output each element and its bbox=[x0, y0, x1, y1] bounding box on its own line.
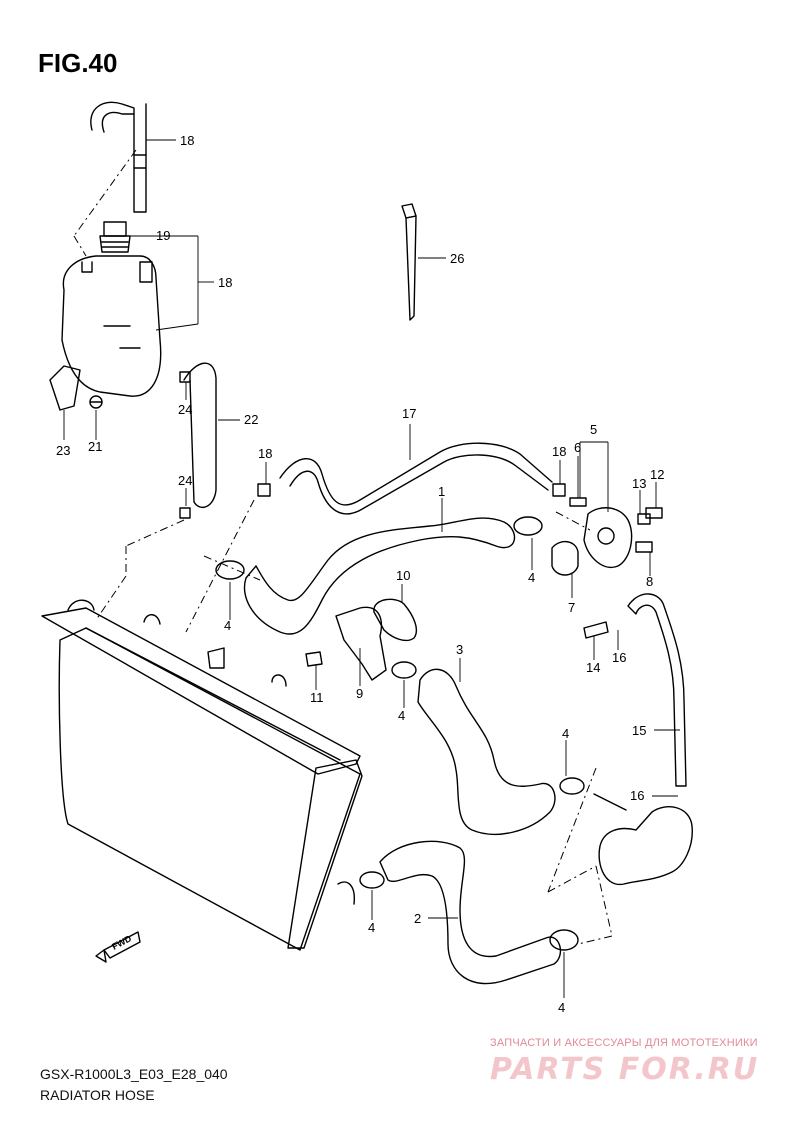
part-22-pad bbox=[49, 365, 81, 411]
connection-lines bbox=[73, 149, 613, 945]
part-3-lower-hose bbox=[417, 668, 556, 836]
part-4-clamp bbox=[559, 777, 585, 795]
water-pump bbox=[598, 806, 693, 886]
part-4-clamp bbox=[513, 516, 543, 536]
callout-26: 26 bbox=[450, 251, 464, 266]
part-18-clamp bbox=[552, 483, 566, 497]
part-20-cap bbox=[99, 221, 131, 253]
callout-21: 21 bbox=[88, 439, 102, 454]
part-21-bolt bbox=[89, 395, 103, 409]
part-15-hose bbox=[627, 593, 687, 787]
part-10-o-ring bbox=[373, 598, 418, 642]
callout-1: 1 bbox=[438, 484, 445, 499]
part-6-pin bbox=[569, 497, 587, 507]
callout-11: 11 bbox=[310, 690, 324, 705]
callout-4-f: 4 bbox=[558, 1000, 565, 1015]
watermark-logo: PARTS FOR.RU bbox=[490, 1052, 760, 1087]
callout-20: 19 bbox=[156, 228, 170, 243]
part-13-washer bbox=[637, 513, 651, 525]
callout-3: 3 bbox=[456, 642, 463, 657]
radiator bbox=[41, 599, 363, 951]
callout-22: 23 bbox=[56, 443, 70, 458]
callout-13: 13 bbox=[632, 476, 646, 491]
part-4-clamp bbox=[391, 661, 417, 679]
part-7-thermostat bbox=[551, 541, 579, 576]
callout-6: 6 bbox=[574, 440, 581, 455]
callout-24b: 24 bbox=[178, 473, 192, 488]
watermark-tagline: ЗАПЧАСТИ И АКСЕССУАРЫ ДЛЯ МОТОТЕХНИКИ bbox=[490, 1037, 758, 1049]
part-26-cable-tie bbox=[401, 203, 417, 321]
callout-14: 14 bbox=[586, 660, 600, 675]
callout-12: 12 bbox=[650, 467, 664, 482]
callout-4-d: 4 bbox=[562, 726, 569, 741]
part-23-hose bbox=[183, 362, 217, 509]
callout-16: 16 bbox=[612, 650, 626, 665]
callout-25: 18 bbox=[180, 133, 194, 148]
part-12-bolt bbox=[645, 507, 663, 519]
callout-2: 2 bbox=[414, 911, 421, 926]
callout-5: 5 bbox=[590, 422, 597, 437]
part-25-overflow-hose bbox=[90, 101, 147, 213]
callout-labels: 18 19 18 26 23 21 24 22 24 17 18 1 18 6 … bbox=[56, 133, 664, 1015]
callout-4-e: 4 bbox=[368, 920, 375, 935]
part-2-hose bbox=[379, 840, 562, 985]
part-1-upper-hose bbox=[243, 517, 516, 635]
part-14-pipe bbox=[583, 621, 609, 639]
callout-4-c: 4 bbox=[398, 708, 405, 723]
part-4-clamp bbox=[215, 560, 245, 580]
leader-lines bbox=[63, 139, 680, 998]
part-4-clamp bbox=[549, 929, 579, 951]
callout-23: 22 bbox=[244, 412, 258, 427]
part-19-reservoir-tank bbox=[61, 255, 162, 397]
callout-16b: 16 bbox=[630, 788, 644, 803]
callout-15: 15 bbox=[632, 723, 646, 738]
figure-title: FIG.40 bbox=[38, 48, 118, 78]
part-24-clamp bbox=[179, 507, 191, 519]
part-8-bolt bbox=[635, 541, 653, 553]
callout-4-b: 4 bbox=[224, 618, 231, 633]
callout-10: 10 bbox=[396, 568, 410, 583]
callout-18: 18 bbox=[258, 446, 272, 461]
figure-code: GSX-R1000L3_E03_E28_040 bbox=[40, 1066, 228, 1082]
part-9-outlet bbox=[335, 606, 387, 681]
part-4-clamp bbox=[359, 871, 385, 889]
callout-19: 18 bbox=[218, 275, 232, 290]
part-24-clamp bbox=[179, 371, 191, 383]
callout-18b: 18 bbox=[552, 444, 566, 459]
part-5-housing bbox=[583, 507, 633, 569]
callout-9: 9 bbox=[356, 686, 363, 701]
fwd-arrow-icon bbox=[103, 931, 141, 959]
part-11-bolt bbox=[305, 651, 323, 667]
figure-name: RADIATOR HOSE bbox=[40, 1087, 155, 1103]
callout-7: 7 bbox=[568, 600, 575, 615]
callout-17: 17 bbox=[402, 406, 416, 421]
callout-24: 24 bbox=[178, 402, 192, 417]
callout-4-a: 4 bbox=[528, 570, 535, 585]
part-18-clamp bbox=[257, 483, 271, 497]
part-17-bypass-hose bbox=[279, 442, 553, 506]
callout-8: 8 bbox=[646, 574, 653, 589]
